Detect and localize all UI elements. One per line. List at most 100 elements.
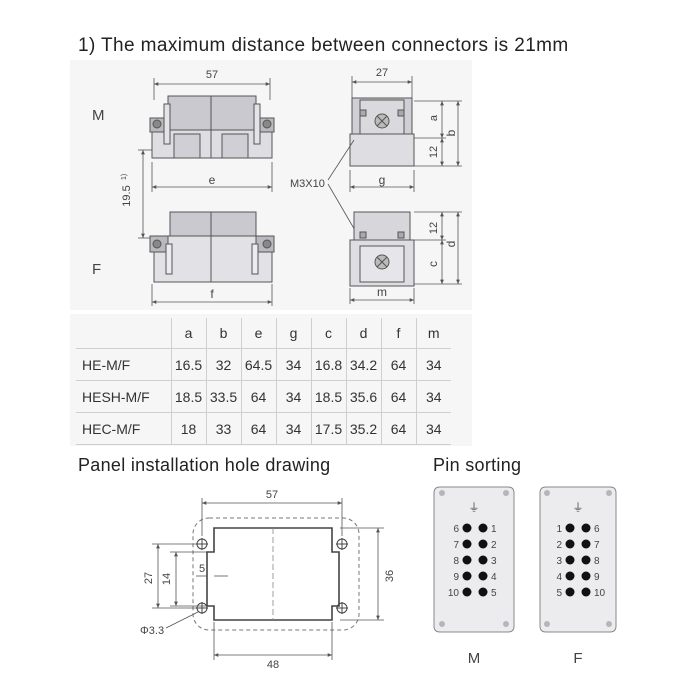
table-cell: 33 [206,412,242,445]
table-header-cell: b [206,318,242,349]
pin-sorting-diagram: ⏚ 6 7 8 9 10 1 2 3 4 5 ⏚ [433,486,617,667]
pin-contact [565,539,575,549]
pin-number: 3 [491,556,497,567]
panel-heading: Panel installation hole drawing [78,455,331,475]
table-cell: 34 [416,348,451,381]
dim-57-label: 57 [206,69,218,81]
dim-f-label: f [210,287,214,301]
pin-number: 1 [556,524,562,535]
pin-contact [462,555,472,565]
dim-m-label: m [377,285,387,299]
table-corner-cell [76,318,172,349]
pin-number: 9 [594,572,600,583]
pin-number: 4 [491,572,497,583]
table-cell: 17.5 [311,412,347,445]
pin-number: 8 [453,556,459,567]
table-header-row: a b e g c d f m [76,318,451,349]
table-row-label: HE-M/F [76,348,172,381]
female-label: F [92,261,101,278]
table-header-cell: d [346,318,382,349]
pin-number: 8 [594,556,600,567]
female-front-view [149,211,275,283]
pin-number: 6 [453,524,459,535]
table-cell: 18.5 [311,380,347,413]
table-cell: 34.2 [346,348,382,381]
panel-dim-36-label: 36 [384,570,396,582]
pin-contact [462,523,472,533]
dim-a-label: a [428,114,440,121]
panel-dim-14-label: 14 [161,573,173,585]
pin-number: 4 [556,572,562,583]
table-row-label: HEC-M/F [76,412,172,445]
pin-contact [478,523,488,533]
table-header-cell: f [381,318,417,349]
dim-27-label: 27 [376,67,388,79]
male-insert: ⏚ [433,486,515,633]
pin-contact [565,555,575,565]
dim-12-bottom-label: 12 [428,222,440,234]
pin-number: 10 [448,588,460,599]
male-insert-label: M [468,650,481,667]
dim-b-label: b [444,129,458,136]
pin-contact [581,571,591,581]
table-cell: 34 [416,380,451,413]
screw-label: M3X10 [290,178,325,190]
pin-number: 5 [491,588,497,599]
table-header-cell: e [241,318,277,349]
table-cell: 64 [241,380,277,413]
table-cell: 34 [276,380,312,413]
table-cell: 34 [416,412,451,445]
connector-dimension-drawing: 57 e 19.5 1) M F f [92,67,462,306]
table-cell: 34 [276,412,312,445]
table-header-cell: g [276,318,312,349]
dim-19-5-footnote: 1) [121,174,128,180]
pin-number: 6 [594,524,600,535]
table-cell: 35.6 [346,380,382,413]
pin-number: 7 [453,540,459,551]
pin-contact [581,555,591,565]
mounting-holes [196,538,348,614]
panel-dim-57-label: 57 [266,489,278,501]
table-cell: 16.8 [311,348,347,381]
table-cell: 16.5 [171,348,207,381]
pin-contact [478,571,488,581]
panel-dim-48-label: 48 [267,659,279,671]
panel-outline [192,517,360,631]
table-row: HE-M/F 16.5 32 64.5 34 16.8 34.2 64 34 [76,348,451,381]
pin-contact [581,539,591,549]
pin-contact [565,571,575,581]
panel-hole-label: Φ3.3 [140,625,164,637]
panel-dim-27-label: 27 [143,572,155,584]
male-label: M [92,107,105,124]
table-header-cell: m [416,318,451,349]
dim-e-label: e [209,173,216,187]
table-row: HESH-M/F 18.5 33.5 64 34 18.5 35.6 64 34 [76,380,451,413]
table-cell: 32 [206,348,242,381]
pin-contact [462,587,472,597]
table-cell: 18.5 [171,380,207,413]
dimension-table: a b e g c d f m HE-M/F 16.5 32 64.5 34 1… [76,318,451,445]
pin-contact [478,587,488,597]
table-cell: 33.5 [206,380,242,413]
pin-number: 2 [556,540,562,551]
table-header-cell: c [311,318,347,349]
pin-contact [478,555,488,565]
female-side-view [349,211,415,287]
pin-number: 3 [556,556,562,567]
table-header-cell: a [171,318,207,349]
pin-number: 7 [594,540,600,551]
pin-contact [565,523,575,533]
pin-contact [462,539,472,549]
pin-number: 10 [594,588,606,599]
table-cell: 35.2 [346,412,382,445]
pin-number: 1 [491,524,497,535]
panel-hole-drawing: 57 48 36 27 14 5 Φ3.3 [140,489,396,671]
table-cell: 64 [241,412,277,445]
dim-g-label: g [379,173,386,187]
pin-number: 5 [556,588,562,599]
male-side-view [349,97,415,167]
table-row: HEC-M/F 18 33 64 34 17.5 35.2 64 34 [76,412,451,445]
dim-12-top-label: 12 [428,146,440,158]
female-insert-label: F [573,650,582,667]
table-cell: 64 [381,380,417,413]
